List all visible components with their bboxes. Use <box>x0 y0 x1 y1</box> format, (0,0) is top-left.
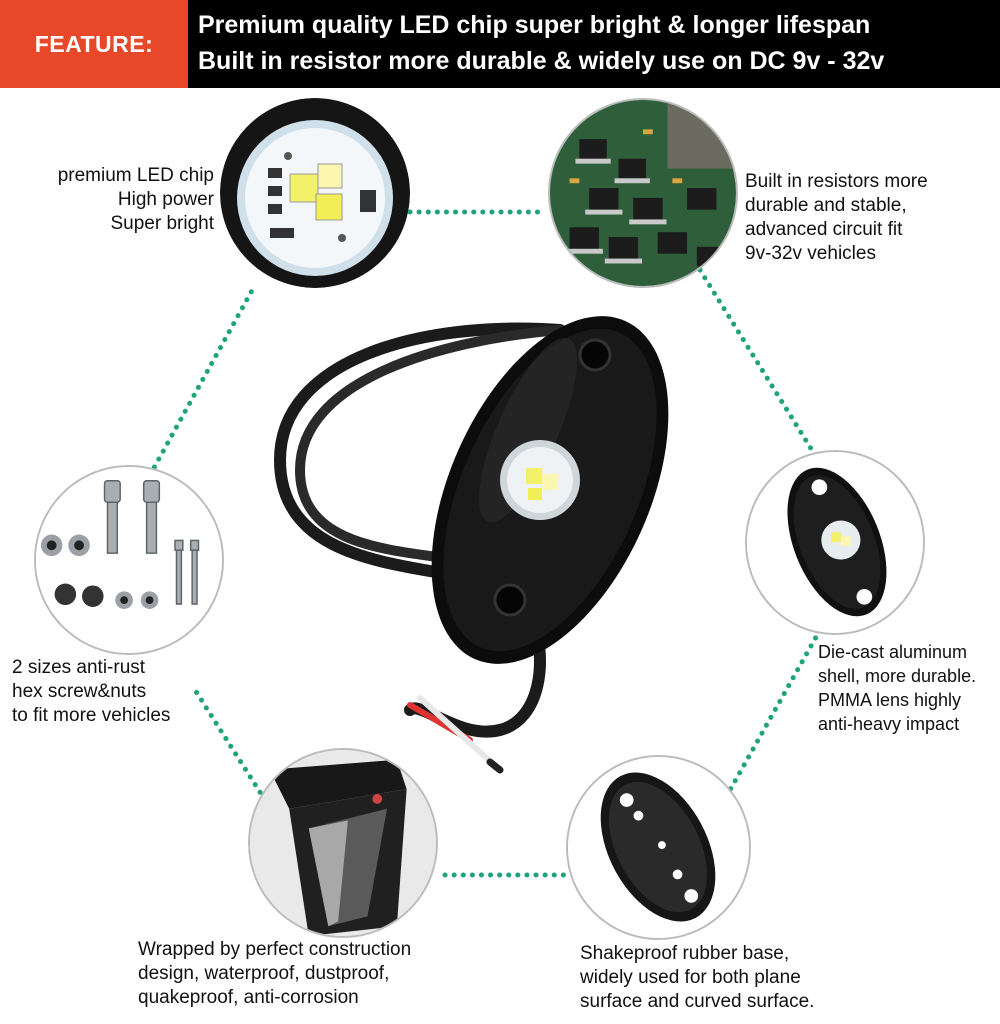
resistors-caption: Built in resistors more durable and stab… <box>745 170 928 266</box>
circuit-board-icon <box>550 100 736 286</box>
led-chip-closeup-icon <box>220 98 410 288</box>
connector-bottom-left <box>192 687 268 803</box>
screws-line-1: 2 sizes anti-rust <box>12 657 146 678</box>
led-chip-line-2: High power <box>117 189 214 210</box>
led-chip-bubble <box>220 98 410 288</box>
resistors-line-4: 9v-32v vehicles <box>745 243 876 264</box>
base-line-3: surface and curved surface. <box>580 991 815 1012</box>
screws-nuts-icon <box>36 467 222 653</box>
connector-left <box>147 282 258 478</box>
screws-caption: 2 sizes anti-rust hex screw&nuts to fit … <box>12 656 170 728</box>
wrapped-line-3: quakeproof, anti-corrosion <box>138 987 359 1008</box>
resistors-bubble <box>548 98 738 288</box>
wrapped-line-1: Wrapped by perfect construction <box>138 939 412 960</box>
base-bubble <box>566 755 751 940</box>
feature-banner: FEATURE: Premium quality LED chip super … <box>0 0 1000 88</box>
connector-right <box>727 627 823 793</box>
resistors-line-3: advanced circuit fit <box>745 219 903 240</box>
shell-line-1: Die-cast aluminum <box>818 642 968 662</box>
shell-line-2: shell, more durable. <box>818 666 977 686</box>
resistors-line-1: Built in resistors more <box>745 171 928 192</box>
base-line-2: widely used for both plane <box>580 967 801 988</box>
resistors-line-2: durable and stable, <box>745 195 907 216</box>
led-chip-caption: premium LED chip High power Super bright <box>16 164 214 236</box>
banner-line-1: Premium quality LED chip super bright & … <box>198 11 871 39</box>
wrapped-line-2: design, waterproof, dustproof, <box>138 963 390 984</box>
wrapped-edge-icon <box>250 750 436 936</box>
shell-line-3: PMMA lens highly <box>818 690 962 710</box>
rock-light-top-icon <box>747 452 923 633</box>
rock-light-product-icon <box>273 316 669 774</box>
banner-text: Premium quality LED chip super bright & … <box>188 0 1000 88</box>
led-chip-line-1: premium LED chip <box>57 165 214 186</box>
wrapped-caption: Wrapped by perfect construction design, … <box>138 938 411 1010</box>
shell-bubble <box>745 450 925 635</box>
screws-line-3: to fit more vehicles <box>12 705 171 726</box>
connector-top-right <box>697 267 818 458</box>
wrapped-bubble <box>248 748 438 938</box>
rubber-base-icon <box>568 757 749 938</box>
screws-line-2: hex screw&nuts <box>12 681 147 702</box>
base-caption: Shakeproof rubber base, widely used for … <box>580 942 814 1014</box>
banner-line-2: Built in resistor more durable & widely … <box>198 47 885 75</box>
shell-line-4: anti-heavy impact <box>818 714 960 734</box>
shell-caption: Die-cast aluminum shell, more durable. P… <box>818 640 976 736</box>
rock-light-product <box>260 300 700 790</box>
feature-badge: FEATURE: <box>0 0 188 88</box>
screws-bubble <box>34 465 224 655</box>
base-line-1: Shakeproof rubber base, <box>580 943 790 964</box>
led-chip-line-3: Super bright <box>110 213 214 234</box>
